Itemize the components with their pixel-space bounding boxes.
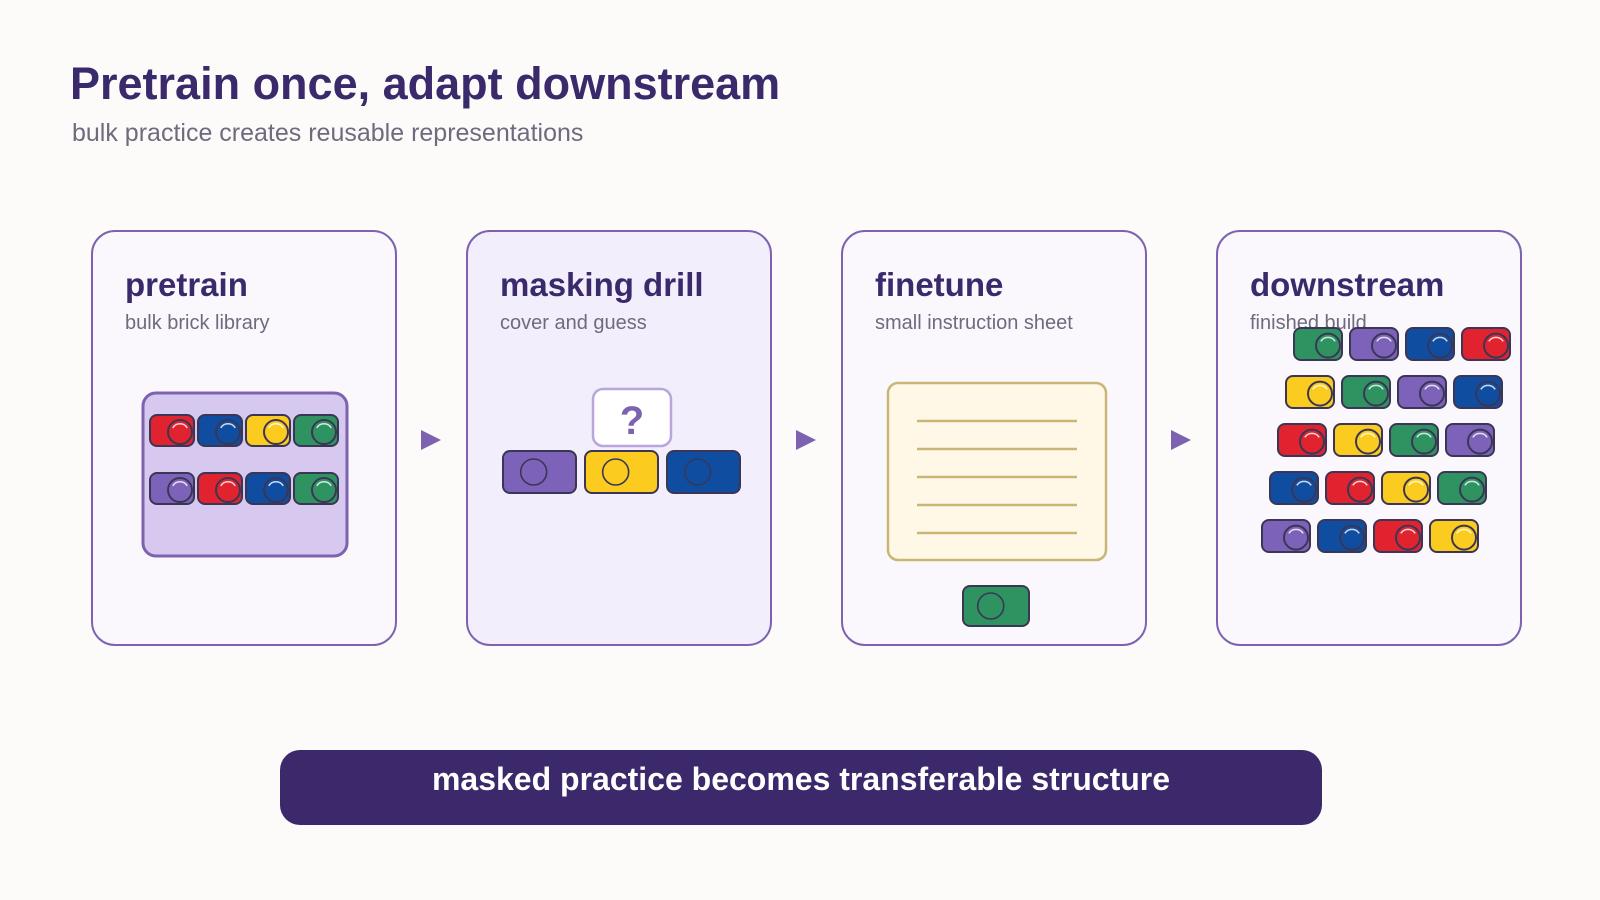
brick-icon bbox=[1325, 471, 1375, 505]
masking-drill-illustration: ? bbox=[502, 387, 741, 494]
brick-icon bbox=[1293, 327, 1343, 361]
brick-icon bbox=[1277, 423, 1327, 457]
stage-subtitle: small instruction sheet bbox=[875, 312, 1073, 334]
brick-icon bbox=[962, 585, 1030, 627]
stage-title: masking drill bbox=[500, 266, 704, 303]
arrow-right-icon bbox=[1169, 428, 1193, 457]
brick-icon bbox=[245, 472, 291, 505]
brick-icon bbox=[1389, 423, 1439, 457]
question-mark-icon: ? bbox=[620, 399, 644, 443]
mask-card bbox=[591, 387, 673, 448]
brick-icon bbox=[1269, 471, 1319, 505]
brick-icon bbox=[149, 414, 195, 447]
stage-title: downstream bbox=[1250, 266, 1445, 303]
brick-library-illustration bbox=[141, 391, 349, 558]
stage-downstream-panel: downstream finished build bbox=[1216, 230, 1522, 646]
stage-title: finetune bbox=[875, 266, 1004, 303]
brick-icon bbox=[197, 472, 243, 505]
brick-icon bbox=[1341, 375, 1391, 409]
brick-icon bbox=[197, 414, 243, 447]
brick-icon bbox=[1445, 423, 1495, 457]
page-title: Pretrain once, adapt downstream bbox=[70, 58, 781, 109]
page-subtitle: bulk practice creates reusable represent… bbox=[72, 119, 584, 147]
brick-icon bbox=[1453, 375, 1503, 409]
brick-icon bbox=[1397, 375, 1447, 409]
drill-bricks bbox=[502, 450, 741, 494]
brick-icon bbox=[584, 450, 659, 494]
brick-icon bbox=[1373, 519, 1423, 553]
summary-banner: masked practice becomes transferable str… bbox=[280, 750, 1322, 825]
stage-pretrain-panel: pretrain bulk brick library bbox=[91, 230, 397, 646]
brick-icon bbox=[245, 414, 291, 447]
brick-icon bbox=[1381, 471, 1431, 505]
brick-icon bbox=[502, 450, 577, 494]
arrow-right-icon bbox=[794, 428, 818, 457]
brick-icon bbox=[293, 414, 339, 447]
brick-icon bbox=[1405, 327, 1455, 361]
brick-icon bbox=[1429, 519, 1479, 553]
brick-icon bbox=[1461, 327, 1511, 361]
stage-masking-drill-panel: ? masking drill cover and guess bbox=[466, 230, 772, 646]
build-bricks bbox=[1261, 327, 1511, 553]
stage-finetune-panel: finetune small instruction sheet bbox=[841, 230, 1147, 646]
finetune-brick bbox=[962, 585, 1030, 627]
instruction-sheet-illustration bbox=[886, 381, 1108, 627]
instruction-sheet-icon bbox=[886, 381, 1108, 562]
brick-icon bbox=[149, 472, 195, 505]
brick-icon bbox=[1437, 471, 1487, 505]
brick-icon bbox=[1285, 375, 1335, 409]
stage-subtitle: cover and guess bbox=[500, 312, 647, 334]
brick-icon bbox=[1333, 423, 1383, 457]
brick-icon bbox=[1317, 519, 1367, 553]
finished-build-illustration bbox=[1261, 327, 1511, 553]
brick-icon bbox=[1261, 519, 1311, 553]
brick-icon bbox=[293, 472, 339, 505]
brick-icon bbox=[1349, 327, 1399, 361]
stage-title: pretrain bbox=[125, 266, 248, 303]
brick-library-bricks bbox=[149, 414, 339, 505]
arrow-right-icon bbox=[419, 428, 443, 457]
brick-icon bbox=[666, 450, 741, 494]
stage-subtitle: bulk brick library bbox=[125, 312, 270, 334]
